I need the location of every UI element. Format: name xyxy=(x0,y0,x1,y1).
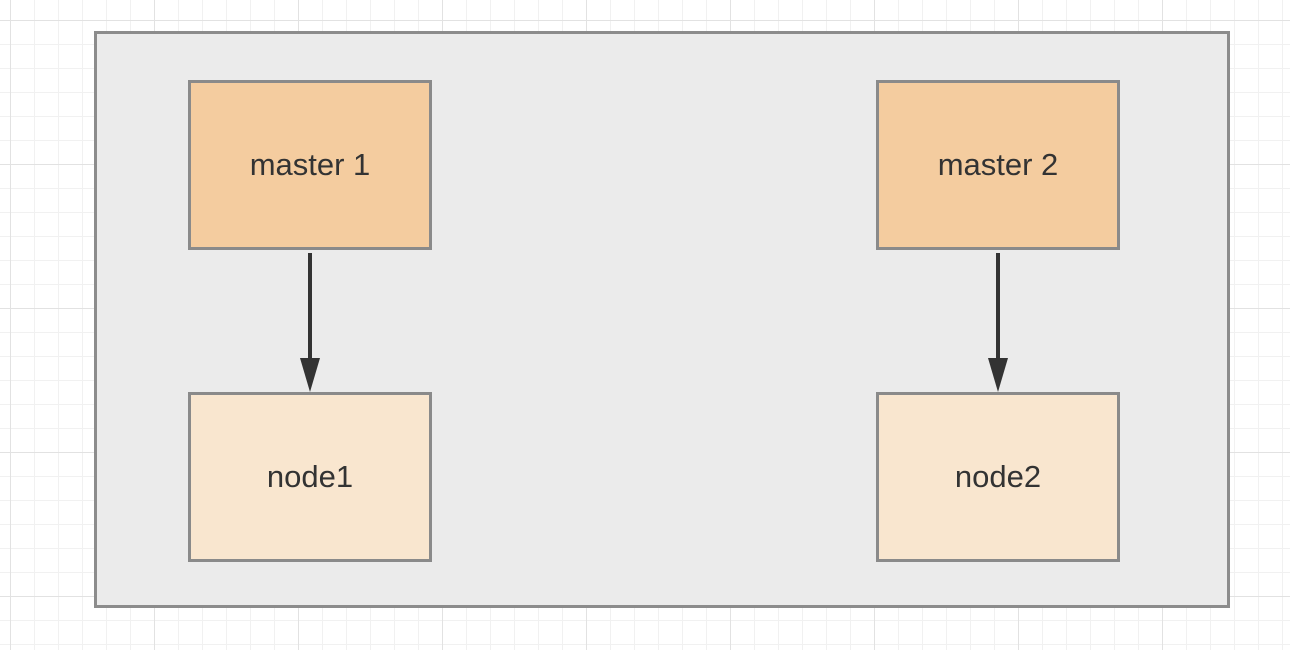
master-1-node[interactable]: master 1 xyxy=(188,80,432,250)
master-1-label: master 1 xyxy=(249,147,371,182)
master-2-label: master 2 xyxy=(937,147,1059,182)
node-2-node[interactable]: node2 xyxy=(876,392,1120,562)
node-1-label: node1 xyxy=(266,459,354,494)
master-2-node[interactable]: master 2 xyxy=(876,80,1120,250)
node-2-label: node2 xyxy=(954,459,1042,494)
node-1-node[interactable]: node1 xyxy=(188,392,432,562)
